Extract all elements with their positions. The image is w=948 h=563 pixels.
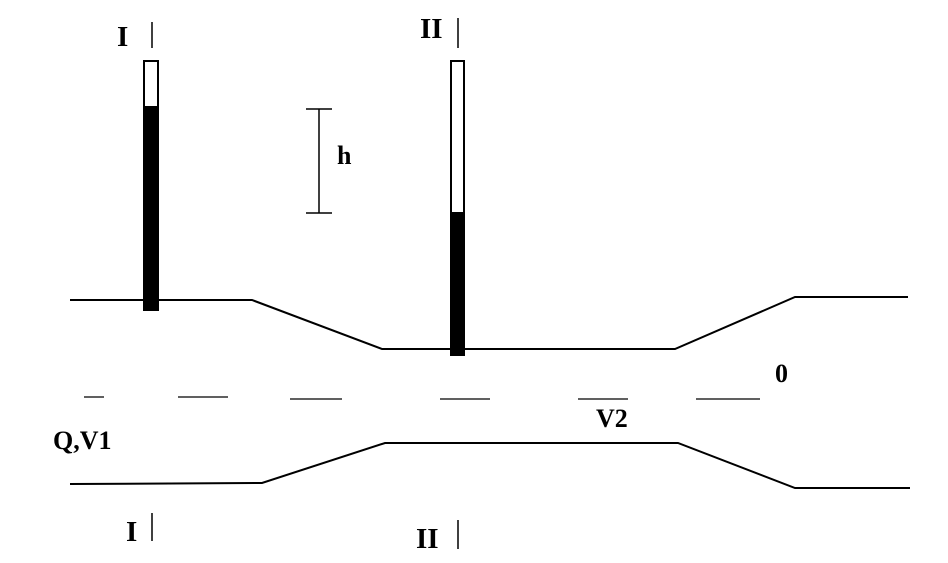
throat-velocity-label: V2	[596, 404, 628, 433]
datum-label: 0	[775, 359, 788, 388]
section-1-top-label: I	[117, 21, 128, 53]
piezometer-tube-1	[143, 60, 159, 311]
section-2-top-label: II	[420, 13, 443, 45]
piezometer-tube-2-liquid	[451, 212, 464, 356]
height-dimension-marker	[306, 108, 332, 214]
lower-pipe-wall	[69, 442, 910, 489]
piezometer-tube-2	[450, 60, 465, 356]
head-difference-label: h	[337, 141, 352, 170]
section-tick-marks	[151, 18, 459, 549]
section-1-bottom-label: I	[126, 516, 137, 548]
section-2-bottom-label: II	[416, 523, 439, 555]
piezometer-tube-1-liquid	[144, 106, 158, 311]
upper-pipe-wall	[70, 296, 908, 350]
datum-axis-line	[84, 396, 760, 400]
inlet-flow-label: Q,V1	[53, 426, 112, 455]
